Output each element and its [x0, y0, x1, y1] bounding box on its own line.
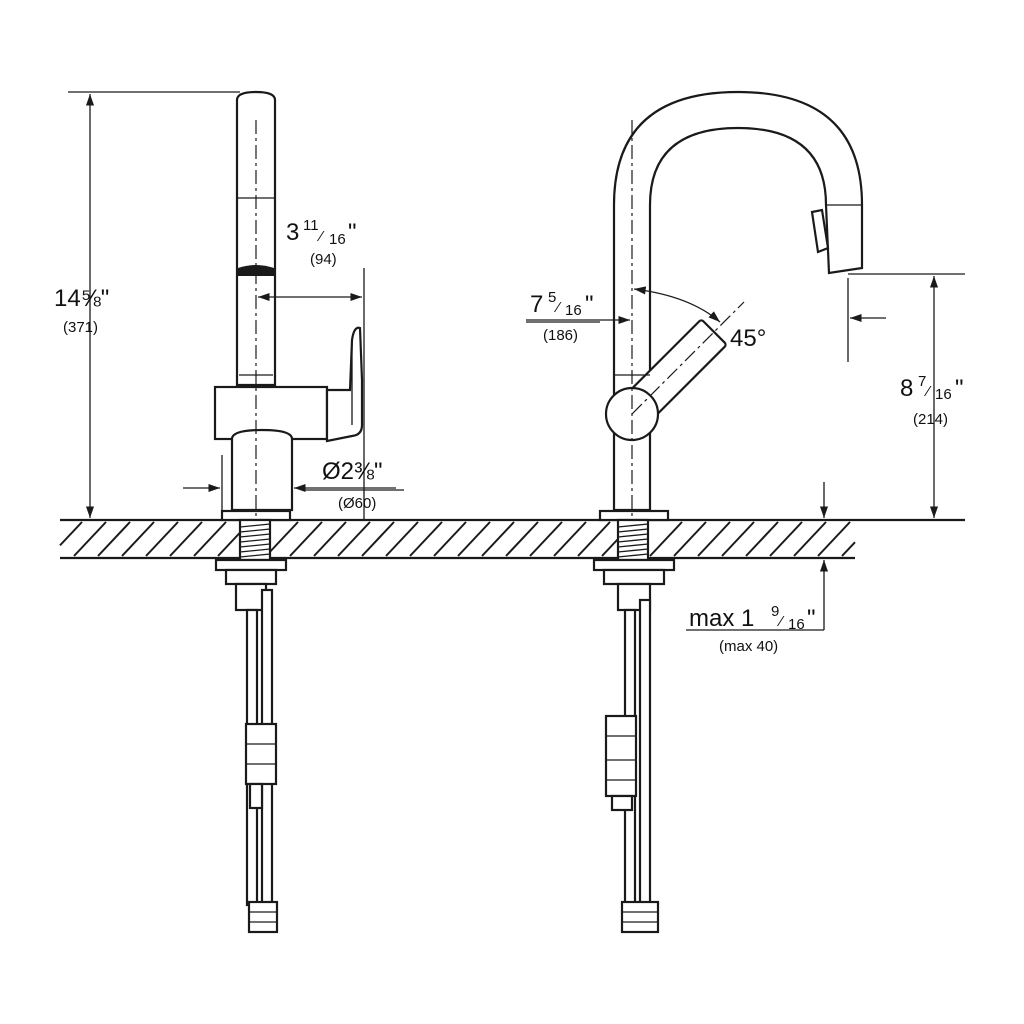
- dim-height-unit: ": [101, 285, 110, 312]
- dim-handle-angle: 45°: [730, 325, 766, 352]
- hatch-line: [337, 521, 371, 557]
- hatch-line: [361, 521, 395, 557]
- hatch-line: [313, 521, 347, 557]
- hatch-line: [841, 541, 856, 557]
- countertop-hatching: [59, 521, 856, 557]
- dim-max-den: 16: [788, 616, 805, 633]
- hatch-line: [529, 521, 563, 557]
- hatch-line: [793, 521, 827, 557]
- faucet-side-view: [213, 90, 364, 934]
- thread-line: [617, 538, 649, 543]
- dim-max-unit: ": [807, 605, 816, 632]
- thread-line: [239, 538, 271, 543]
- thread-line: [239, 548, 271, 553]
- hatch-line: [649, 521, 683, 557]
- hatch-line: [697, 521, 731, 557]
- hatch-line: [769, 521, 803, 557]
- dim-reach-metric: (94): [310, 251, 337, 268]
- dim-reach-whole: 3: [286, 219, 299, 246]
- hatch-line: [577, 521, 611, 557]
- svg-text:Ø2⅜": Ø2⅜": [322, 458, 383, 485]
- dim-diameter-unit: ": [374, 458, 383, 485]
- thread-line: [617, 553, 649, 558]
- dim-height-metric: (371): [63, 319, 98, 336]
- dim-spout-height-num: 7: [918, 373, 926, 390]
- dim-reach-num: 11: [303, 217, 319, 234]
- hatch-line: [265, 521, 299, 557]
- hatch-line: [721, 521, 755, 557]
- dim-base-diameter: Ø2⅜" (Ø60): [322, 458, 383, 512]
- dim-offset-metric: (186): [543, 327, 578, 344]
- hatch-line: [409, 521, 443, 557]
- thread-line: [239, 533, 271, 538]
- hatch-line: [553, 521, 587, 557]
- hatch-line: [505, 521, 539, 557]
- dim-spout-height-unit: ": [955, 375, 964, 402]
- svg-text:⁄: ⁄: [316, 228, 325, 245]
- dim-reach-unit: ": [348, 219, 357, 246]
- hatch-line: [73, 521, 107, 557]
- dim-height-frac: ⅝: [81, 285, 102, 312]
- thread-line: [239, 543, 271, 548]
- thread-line: [617, 533, 649, 538]
- hatch-line: [193, 521, 227, 557]
- dim-diameter-metric: (Ø60): [338, 495, 376, 512]
- dim-spout-height: 8 7 ⁄ 16 " (214): [900, 373, 964, 428]
- hatch-line: [457, 521, 491, 557]
- dim-spout-height-metric: (214): [913, 411, 948, 428]
- countertop: [59, 518, 965, 560]
- thread-line: [617, 523, 649, 528]
- dim-height-total: 14⅝" (371): [54, 285, 109, 336]
- hatch-line: [433, 521, 467, 557]
- dim-reach-den: 16: [329, 231, 346, 248]
- dim-offset-num: 5: [548, 289, 556, 306]
- hatch-line: [745, 521, 779, 557]
- hatch-line: [59, 521, 83, 547]
- dim-offset-unit: ": [585, 291, 594, 318]
- hatch-line: [385, 521, 419, 557]
- svg-text:⁄: ⁄: [923, 383, 932, 400]
- thread-line: [617, 528, 649, 533]
- hatch-line: [481, 521, 515, 557]
- svg-text:14⅝": 14⅝": [54, 285, 109, 312]
- svg-text:⁄: ⁄: [553, 299, 562, 316]
- hatch-line: [817, 521, 851, 557]
- dim-spout-height-den: 16: [935, 386, 952, 403]
- hatch-line: [169, 521, 203, 557]
- dim-spout-offset: 7 5 ⁄ 16 " (186): [530, 289, 594, 344]
- thread-line: [239, 523, 271, 528]
- dim-max-num: 9: [771, 603, 779, 620]
- hatch-line: [145, 521, 179, 557]
- dim-max-metric: (max 40): [719, 638, 778, 655]
- hatch-line: [97, 521, 131, 557]
- dim-offset-whole: 7: [530, 291, 543, 318]
- hatch-line: [289, 521, 323, 557]
- dim-diameter-whole: Ø2: [322, 458, 354, 485]
- thread-line: [617, 543, 649, 548]
- dim-spout-height-whole: 8: [900, 375, 913, 402]
- thread-line: [239, 528, 271, 533]
- dim-diameter-frac: ⅜: [354, 458, 375, 485]
- dimension-lines: [68, 91, 965, 631]
- dim-angle-label: 45°: [730, 325, 766, 352]
- hatch-line: [673, 521, 707, 557]
- thread-line: [239, 553, 271, 558]
- dim-max-thickness: max 1 9 ⁄ 16 " (max 40): [689, 603, 816, 655]
- hatch-line: [121, 521, 155, 557]
- svg-text:⁄: ⁄: [776, 613, 785, 630]
- dim-handle-reach: 3 11 ⁄ 16 " (94): [286, 217, 357, 268]
- thread-line: [617, 548, 649, 553]
- dim-offset-den: 16: [565, 302, 582, 319]
- dim-height-whole: 14: [54, 285, 81, 312]
- dim-max-whole: max 1: [689, 605, 754, 632]
- faucet-front-view: [592, 90, 864, 934]
